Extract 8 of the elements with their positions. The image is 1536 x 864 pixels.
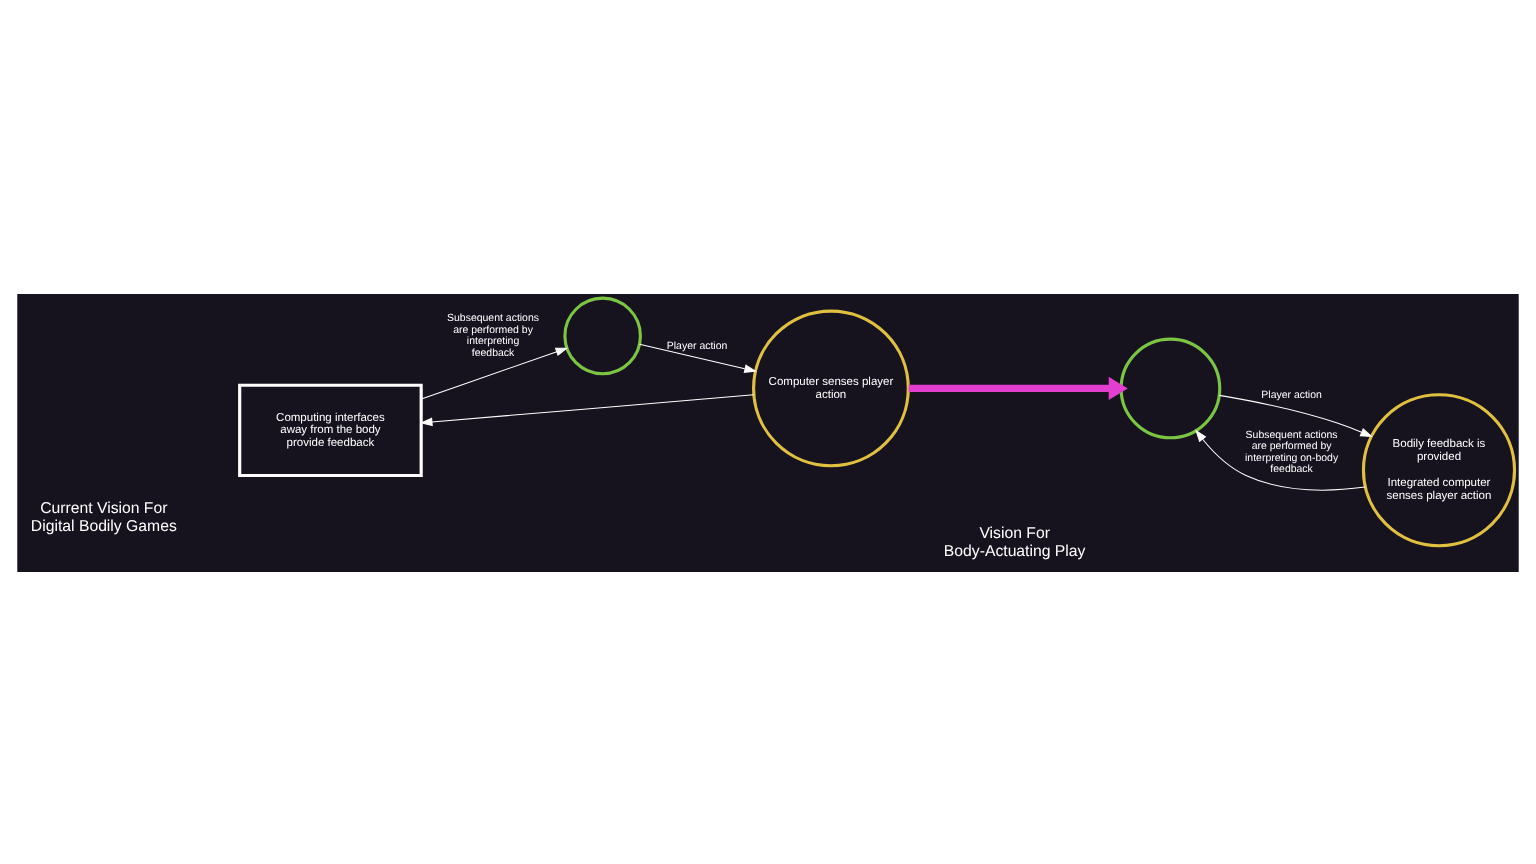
- arrow: [419, 393, 755, 426]
- node-circle: [1119, 336, 1222, 439]
- arrow: [908, 375, 1128, 400]
- arrow: [1195, 428, 1366, 490]
- node-circle: [563, 295, 642, 375]
- arrow: [1218, 393, 1373, 437]
- arrow: [639, 342, 757, 372]
- arrow: [420, 346, 569, 399]
